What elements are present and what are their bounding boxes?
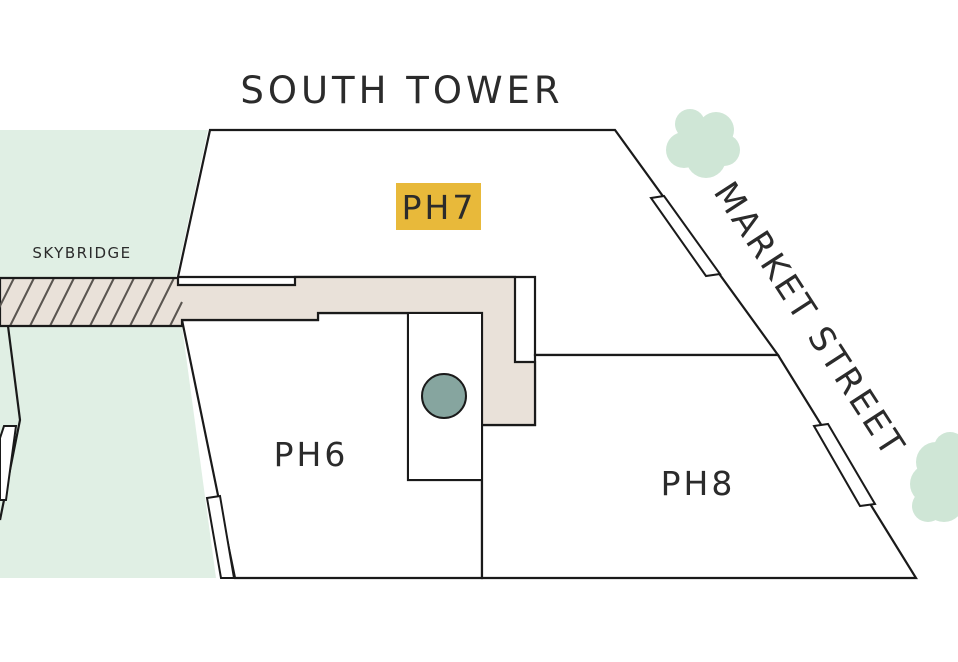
- landscape-upper-left: [0, 130, 208, 278]
- corridor: [0, 275, 537, 427]
- balcony-left: [0, 425, 18, 501]
- skybridge-label: SKYBRIDGE: [32, 244, 131, 262]
- balcony-ph6: [205, 494, 236, 579]
- unit-label-ph8: PH8: [661, 464, 736, 503]
- ph7-highlight: [396, 183, 481, 230]
- unit-label-ph7: PH7: [402, 188, 477, 227]
- balcony-ph7: [649, 194, 722, 278]
- elevator-icon: [421, 373, 467, 419]
- skybridge-hatch: [0, 277, 183, 327]
- tree-icon-2: [910, 432, 958, 522]
- unit-label-ph6: PH6: [274, 435, 349, 474]
- balcony-ph8: [812, 422, 877, 508]
- landscape-area: [0, 130, 216, 578]
- building-title: SOUTH TOWER: [240, 69, 563, 112]
- landscape-lower-left: [0, 326, 216, 578]
- tree-icon: [666, 109, 740, 178]
